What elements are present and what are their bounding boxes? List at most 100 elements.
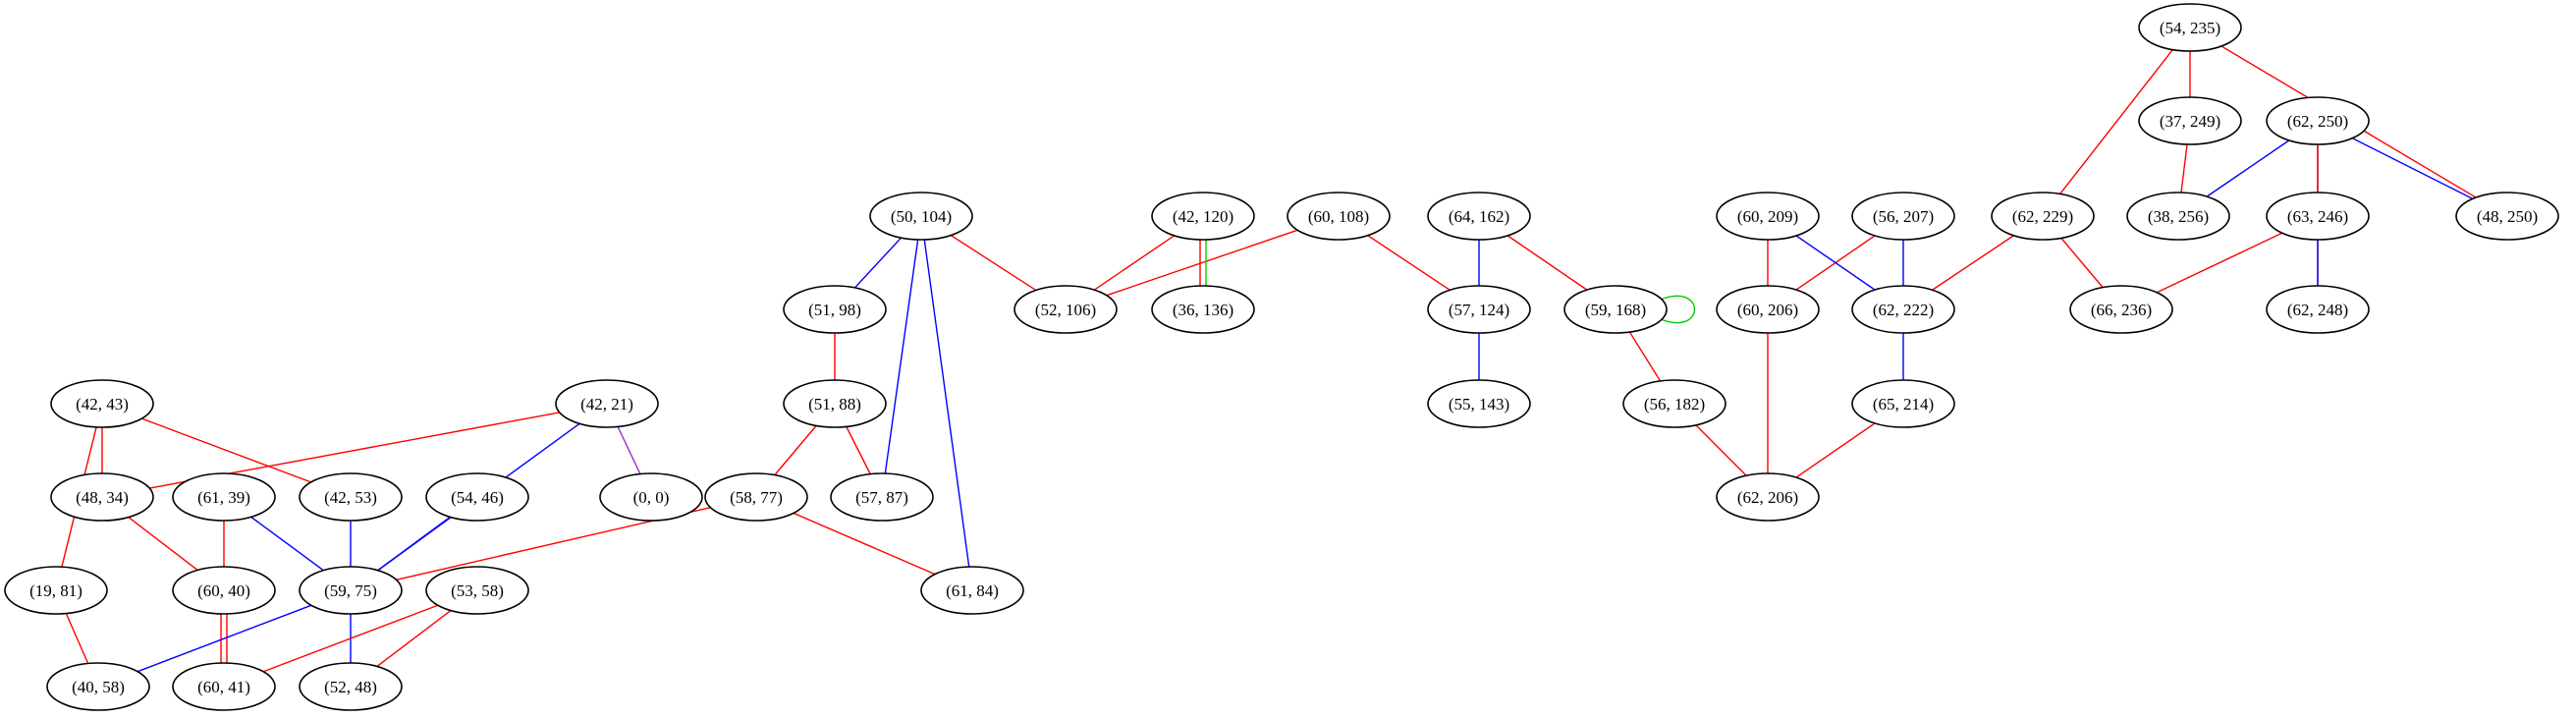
edge-54_235-to-62_229 [2059, 49, 2173, 194]
node-label: (60, 41) [197, 678, 250, 696]
graph-node-54_235: (54, 235) [2138, 3, 2242, 52]
node-ellipse [46, 662, 150, 711]
node-ellipse [783, 379, 887, 428]
edges-layer [61, 45, 2477, 673]
graph-node-55_143: (55, 143) [1427, 379, 1531, 428]
node-label: (60, 108) [1308, 207, 1369, 226]
node-ellipse [2455, 192, 2559, 241]
graph-node-37_249: (37, 249) [2138, 96, 2242, 145]
graph-node-64_162: (64, 162) [1427, 192, 1531, 241]
edge-59_168-to-59_168-self-loop [1660, 295, 1695, 324]
graph-node-66_236: (66, 236) [2069, 285, 2173, 334]
graph-node-57_124: (57, 124) [1427, 285, 1531, 334]
edge-42_21-to-0_0 [617, 426, 641, 474]
node-ellipse [299, 662, 403, 711]
edge-62_250-to-48_250 [2351, 138, 2474, 199]
node-label: (48, 250) [2477, 207, 2538, 226]
graph-node-0_0: (0, 0) [599, 472, 703, 522]
edge-61_39-to-59_75 [250, 516, 324, 572]
graph-node-48_250: (48, 250) [2455, 192, 2559, 241]
node-label: (58, 77) [730, 488, 783, 507]
graph-node-48_34: (48, 34) [50, 472, 154, 522]
graph-node-60_40: (60, 40) [172, 566, 276, 615]
node-label: (52, 48) [324, 678, 377, 696]
edge-65_214-to-62_206 [1795, 422, 1876, 478]
node-ellipse [50, 379, 154, 428]
edge-50_104-to-52_106 [950, 234, 1037, 292]
graph-node-62_250: (62, 250) [2266, 96, 2370, 145]
node-label: (57, 87) [855, 488, 908, 507]
edge-62_229-to-62_222 [1932, 235, 2014, 291]
graph-node-42_120: (42, 120) [1151, 192, 1255, 241]
edge-62_229-to-66_236 [2060, 237, 2104, 289]
node-label: (62, 250) [2287, 112, 2348, 131]
edge-58_77-to-61_84 [793, 512, 936, 576]
node-label: (60, 206) [1737, 301, 1798, 319]
edge-63_246-to-66_236 [2156, 232, 2283, 294]
graph-node-61_84: (61, 84) [920, 566, 1024, 615]
node-ellipse [1991, 192, 2095, 241]
node-ellipse [704, 472, 808, 522]
graph-node-51_98: (51, 98) [783, 285, 887, 334]
graph-node-42_53: (42, 53) [299, 472, 403, 522]
node-ellipse [1151, 192, 1255, 241]
graph-node-56_207: (56, 207) [1851, 192, 1955, 241]
edge-50_104-to-51_98 [853, 237, 903, 289]
node-label: (55, 143) [1449, 395, 1509, 414]
node-label: (62, 206) [1737, 488, 1798, 507]
graph-node-60_206: (60, 206) [1716, 285, 1820, 334]
node-ellipse [1427, 192, 1531, 241]
node-ellipse [299, 472, 403, 522]
graph-node-42_21: (42, 21) [555, 379, 659, 428]
edge-60_209-to-62_222 [1795, 235, 1876, 291]
edge-42_43-to-42_53 [141, 417, 311, 483]
node-label: (51, 98) [808, 301, 861, 319]
graph-node-58_77: (58, 77) [704, 472, 808, 522]
edge-59_168-to-56_182 [1628, 331, 1662, 382]
node-label: (38, 256) [2148, 207, 2209, 226]
node-label: (54, 46) [451, 488, 504, 507]
graph-node-54_46: (54, 46) [425, 472, 529, 522]
node-label: (19, 81) [29, 581, 82, 600]
node-ellipse [920, 566, 1024, 615]
node-label: (56, 182) [1644, 395, 1705, 414]
node-label: (65, 214) [1873, 395, 1934, 414]
node-ellipse [1851, 192, 1955, 241]
graph-node-19_81: (19, 81) [4, 566, 108, 615]
node-label: (57, 124) [1449, 301, 1509, 319]
node-label: (60, 209) [1737, 207, 1798, 226]
node-label: (36, 136) [1173, 301, 1233, 319]
graph-node-52_48: (52, 48) [299, 662, 403, 711]
node-label: (64, 162) [1449, 207, 1509, 226]
graph-node-52_106: (52, 106) [1014, 285, 1118, 334]
node-ellipse [555, 379, 659, 428]
node-label: (63, 246) [2287, 207, 2348, 226]
node-label: (59, 168) [1585, 301, 1646, 319]
edge-19_81-to-40_58 [65, 613, 89, 664]
graph-node-40_58: (40, 58) [46, 662, 150, 711]
node-label: (42, 120) [1173, 207, 1233, 226]
node-ellipse [1851, 285, 1955, 334]
graph-node-60_108: (60, 108) [1287, 192, 1391, 241]
graph-node-62_248: (62, 248) [2266, 285, 2370, 334]
node-ellipse [783, 285, 887, 334]
node-label: (0, 0) [633, 488, 670, 507]
edge-48_34-to-60_40 [128, 517, 198, 571]
graph-node-63_246: (63, 246) [2266, 192, 2370, 241]
node-label: (56, 207) [1873, 207, 1934, 226]
edge-51_88-to-57_87 [846, 426, 871, 474]
node-label: (42, 21) [580, 395, 633, 414]
edge-50_104-to-61_84 [923, 239, 970, 568]
graph-node-56_182: (56, 182) [1622, 379, 1726, 428]
edge-62_250-to-38_256 [2206, 139, 2290, 197]
graph-node-62_206: (62, 206) [1716, 472, 1820, 522]
graph-node-57_87: (57, 87) [830, 472, 934, 522]
edge-54_46-to-59_75 [377, 516, 451, 572]
graph-node-36_136: (36, 136) [1151, 285, 1255, 334]
node-label: (42, 43) [76, 395, 129, 414]
node-label: (61, 39) [197, 488, 250, 507]
node-label: (62, 222) [1873, 301, 1934, 319]
node-ellipse [4, 566, 108, 615]
node-label: (61, 84) [946, 581, 999, 600]
node-ellipse [425, 472, 529, 522]
